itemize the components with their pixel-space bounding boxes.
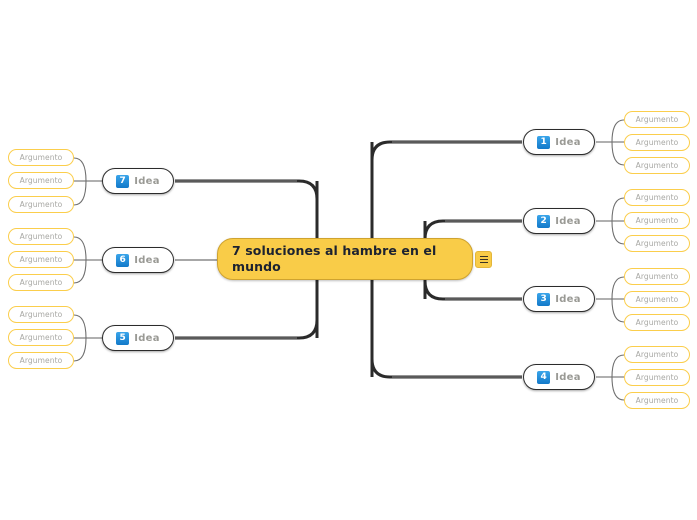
argument-node[interactable]: Argumento bbox=[624, 346, 690, 363]
argument-label: Argumento bbox=[19, 176, 63, 185]
argument-label: Argumento bbox=[19, 232, 63, 241]
argument-node[interactable]: Argumento bbox=[8, 172, 74, 189]
menu-line-1 bbox=[479, 256, 488, 257]
argument-label: Argumento bbox=[635, 318, 679, 327]
argument-node[interactable]: Argumento bbox=[624, 392, 690, 409]
argument-node[interactable]: Argumento bbox=[624, 314, 690, 331]
argument-label: Argumento bbox=[19, 255, 63, 264]
idea-node-3[interactable]: 3 Idea bbox=[523, 286, 595, 312]
idea-node-6[interactable]: 6 Idea bbox=[102, 247, 174, 273]
argument-label: Argumento bbox=[635, 193, 679, 202]
idea-node-7[interactable]: 7 Idea bbox=[102, 168, 174, 194]
argument-label: Argumento bbox=[19, 200, 63, 209]
idea-number-badge: 2 bbox=[537, 214, 551, 228]
idea-node-5[interactable]: 5 Idea bbox=[102, 325, 174, 351]
argument-node[interactable]: Argumento bbox=[8, 329, 74, 346]
argument-label: Argumento bbox=[635, 373, 679, 382]
argument-node[interactable]: Argumento bbox=[8, 196, 74, 213]
argument-node[interactable]: Argumento bbox=[624, 134, 690, 151]
idea-node-label: Idea bbox=[555, 215, 581, 227]
idea-node-1[interactable]: 1 Idea bbox=[523, 129, 595, 155]
menu-line-2 bbox=[479, 259, 488, 260]
argument-node[interactable]: Argumento bbox=[624, 369, 690, 386]
menu-line-3 bbox=[479, 262, 488, 263]
central-topic-label: 7 soluciones al hambre en el mundo bbox=[232, 243, 437, 274]
argument-node[interactable]: Argumento bbox=[8, 306, 74, 323]
argument-node[interactable]: Argumento bbox=[8, 149, 74, 166]
argument-label: Argumento bbox=[635, 272, 679, 281]
central-topic-node[interactable]: 7 soluciones al hambre en el mundo bbox=[217, 238, 473, 280]
idea-node-label: Idea bbox=[134, 175, 160, 187]
idea-number-badge: 5 bbox=[116, 331, 130, 345]
argument-label: Argumento bbox=[635, 115, 679, 124]
argument-label: Argumento bbox=[635, 239, 679, 248]
argument-label: Argumento bbox=[19, 356, 63, 365]
idea-number-badge: 3 bbox=[537, 292, 551, 306]
argument-node[interactable]: Argumento bbox=[8, 228, 74, 245]
argument-node[interactable]: Argumento bbox=[624, 291, 690, 308]
argument-node[interactable]: Argumento bbox=[8, 274, 74, 291]
argument-label: Argumento bbox=[635, 350, 679, 359]
argument-label: Argumento bbox=[635, 138, 679, 147]
argument-node[interactable]: Argumento bbox=[624, 235, 690, 252]
idea-node-label: Idea bbox=[555, 293, 581, 305]
argument-label: Argumento bbox=[19, 333, 63, 342]
idea-node-label: Idea bbox=[134, 254, 160, 266]
argument-label: Argumento bbox=[635, 295, 679, 304]
idea-node-label: Idea bbox=[555, 371, 581, 383]
argument-label: Argumento bbox=[19, 278, 63, 287]
idea-number-badge: 4 bbox=[537, 370, 551, 384]
idea-node-label: Idea bbox=[555, 136, 581, 148]
argument-node[interactable]: Argumento bbox=[624, 268, 690, 285]
argument-label: Argumento bbox=[635, 216, 679, 225]
idea-number-badge: 1 bbox=[537, 135, 551, 149]
argument-label: Argumento bbox=[19, 310, 63, 319]
argument-node[interactable]: Argumento bbox=[8, 352, 74, 369]
argument-label: Argumento bbox=[635, 161, 679, 170]
idea-number-badge: 6 bbox=[116, 253, 130, 267]
argument-node[interactable]: Argumento bbox=[624, 189, 690, 206]
argument-node[interactable]: Argumento bbox=[8, 251, 74, 268]
argument-node[interactable]: Argumento bbox=[624, 111, 690, 128]
idea-number-badge: 7 bbox=[116, 174, 130, 188]
idea-node-label: Idea bbox=[134, 332, 160, 344]
hamburger-menu-icon[interactable] bbox=[475, 251, 492, 268]
argument-node[interactable]: Argumento bbox=[624, 157, 690, 174]
argument-label: Argumento bbox=[635, 396, 679, 405]
idea-node-2[interactable]: 2 Idea bbox=[523, 208, 595, 234]
idea-node-4[interactable]: 4 Idea bbox=[523, 364, 595, 390]
argument-node[interactable]: Argumento bbox=[624, 212, 690, 229]
argument-label: Argumento bbox=[19, 153, 63, 162]
